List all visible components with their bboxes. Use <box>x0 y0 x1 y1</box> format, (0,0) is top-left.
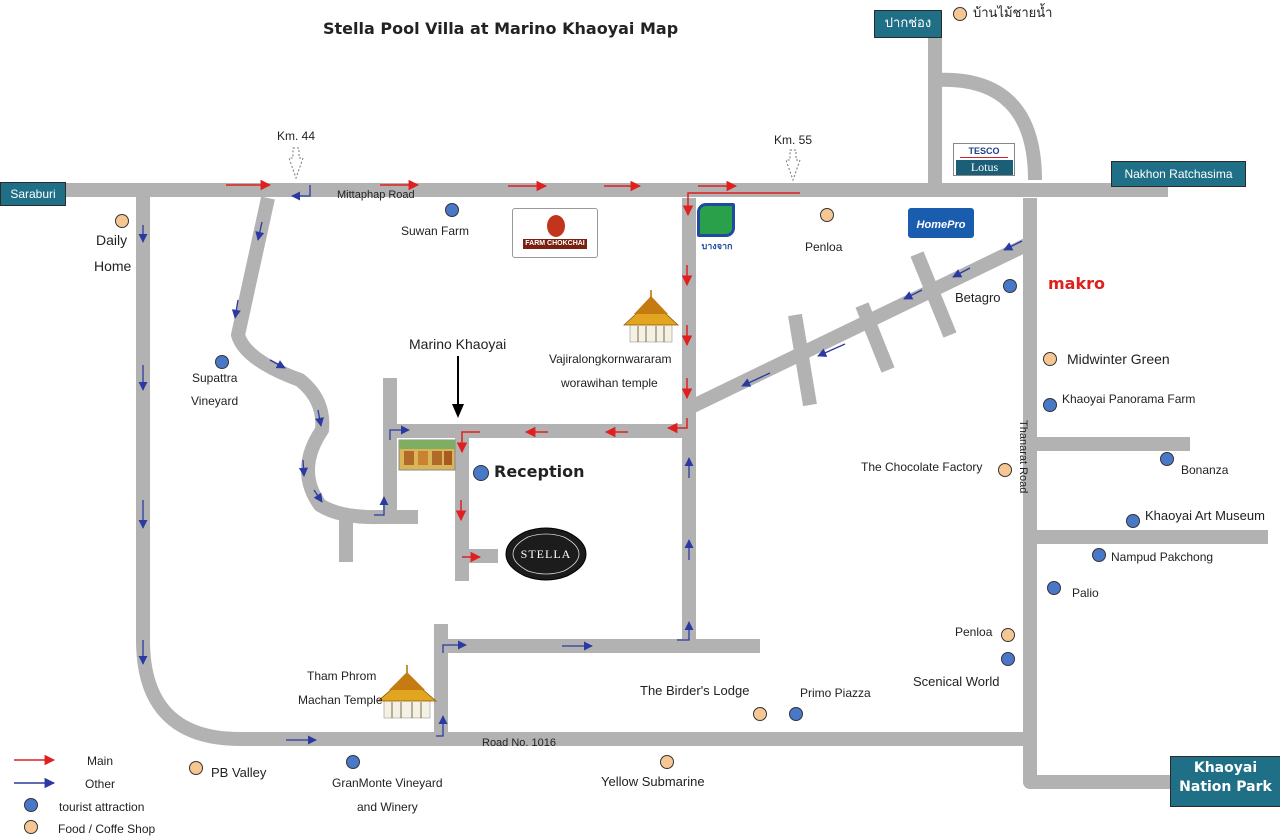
cross-2 <box>855 302 895 373</box>
scenical-world-label: Scenical World <box>913 674 1000 689</box>
other-route-arrows <box>138 185 1023 745</box>
penloa-top-label: Penloa <box>805 240 843 254</box>
temple-icon-vajira <box>622 290 680 343</box>
pakchong-curve <box>934 72 1042 181</box>
pakchong-sign: ปากช่อง <box>874 10 942 38</box>
tesco-logo-text: TESCO <box>960 146 1008 158</box>
thanarat-road-label: Thanarat Road <box>1017 420 1029 494</box>
temple-icon-tham <box>376 665 438 719</box>
daily-home-label-2: Home <box>94 258 132 274</box>
pb-valley-food-marker <box>189 761 203 775</box>
legend-arrows <box>14 754 56 789</box>
vajira-temple-label-1: Vajiralongkornwararam <box>549 352 672 366</box>
km55-label: Km. 55 <box>774 133 813 147</box>
yellow-submarine-food-marker <box>660 755 674 769</box>
nampud-pakchong-label: Nampud Pakchong <box>1111 550 1214 564</box>
scenical-world-attraction-marker <box>1001 652 1015 666</box>
nakhon-ratchasima-sign: Nakhon Ratchasima <box>1111 161 1246 187</box>
penloa-bottom-food-marker <box>1001 628 1015 642</box>
primo-piazza-label: Primo Piazza <box>800 686 871 700</box>
legend-food-label: Food / Coffe Shop <box>58 822 156 836</box>
yellow-submarine-label: Yellow Submarine <box>601 774 705 789</box>
chocolate-factory-food-marker <box>998 463 1012 477</box>
khaoyai-panorama-farm-label: Khaoyai Panorama Farm <box>1062 392 1196 406</box>
tham-phrom-label-1: Tham Phrom <box>307 669 377 683</box>
legend-food-marker <box>24 820 38 834</box>
legend-main-label: Main <box>87 754 114 768</box>
birders-lodge-food-marker <box>753 707 767 721</box>
art-museum-attraction-marker <box>1126 514 1140 528</box>
farm-chokchai-logo-text: FARM CHOKCHAI <box>523 239 587 249</box>
main-route-arrows <box>226 179 800 563</box>
farm-chokchai-logo: FARM CHOKCHAI <box>512 208 598 258</box>
homepro-logo: HomePro <box>908 208 974 238</box>
cross-1 <box>910 251 957 338</box>
vajira-temple-label-2: worawihan temple <box>561 376 658 390</box>
marino-photo <box>398 439 456 471</box>
makro-logo: makro <box>1048 274 1105 293</box>
bangchak-leaf-icon <box>697 203 735 237</box>
baan-mai-food-marker <box>953 7 967 21</box>
midwinter-green-label: Midwinter Green <box>1067 351 1170 367</box>
tesco-lotus-logo: TESCO Lotus <box>953 143 1015 176</box>
tham-phrom-label-2: Machan Temple <box>298 693 383 707</box>
baan-mai-chai-nam-label: บ้านไม้ชายน้ำ <box>973 6 1053 21</box>
saraburi-sign: Saraburi <box>0 182 66 206</box>
stella-logo-badge <box>505 527 587 581</box>
granmonte-label-1: GranMonte Vineyard <box>332 776 443 790</box>
bonanza-label: Bonanza <box>1181 463 1229 477</box>
daily-home-label-1: Daily <box>96 232 128 248</box>
granmonte-attraction-marker <box>346 755 360 769</box>
mittaphap-road-label: Mittaphap Road <box>337 189 415 201</box>
palio-attraction-marker <box>1047 581 1061 595</box>
primo-piazza-attraction-marker <box>789 707 803 721</box>
bonanza-attraction-marker <box>1160 452 1174 466</box>
marino-khaoyai-label: Marino Khaoyai <box>409 336 507 352</box>
daily-home-food-marker <box>115 214 129 228</box>
pb-valley-label: PB Valley <box>211 765 267 780</box>
cross-3 <box>788 313 817 407</box>
map-title: Stella Pool Villa at Marino Khaoyai Map <box>323 19 679 38</box>
khaoyai-national-park-sign: Khaoyai Nation Park <box>1170 756 1280 807</box>
bangchak-logo: บางจาก <box>697 203 739 255</box>
suwan-farm-attraction-marker <box>445 203 459 217</box>
bangchak-logo-text: บางจาก <box>701 242 733 252</box>
nampud-attraction-marker <box>1092 548 1106 562</box>
khaoyai-art-museum-label: Khaoyai Art Museum <box>1145 508 1265 523</box>
legend-other-label: Other <box>85 777 116 791</box>
penloa-bottom-label: Penloa <box>955 625 993 639</box>
betagro-attraction-marker <box>1003 279 1017 293</box>
winding-road <box>231 196 418 525</box>
granmonte-label-2: and Winery <box>357 800 418 814</box>
supattra-label-2: Vineyard <box>191 394 239 408</box>
betagro-label: Betagro <box>955 290 1001 305</box>
km44-label: Km. 44 <box>277 129 316 143</box>
diagonal-road <box>685 238 1030 415</box>
legend-tourist-label: tourist attraction <box>59 800 145 814</box>
marino-pointer <box>452 356 464 418</box>
palio-label: Palio <box>1072 586 1099 600</box>
stella-logo-text: STELLA <box>520 547 572 561</box>
km-markers <box>288 147 801 182</box>
legend-tourist-marker <box>24 798 38 812</box>
reception-label: Reception <box>494 462 585 481</box>
lotus-logo-text: Lotus <box>956 160 1013 175</box>
suwan-farm-label: Suwan Farm <box>401 224 470 238</box>
chocolate-factory-label: The Chocolate Factory <box>861 460 983 474</box>
thanarat-road <box>1023 198 1170 789</box>
birders-lodge-label: The Birder's Lodge <box>640 683 750 698</box>
supattra-label-1: Supattra <box>192 371 238 385</box>
supattra-attraction-marker <box>215 355 229 369</box>
midwinter-food-marker <box>1043 352 1057 366</box>
panorama-farm-attraction-marker <box>1043 398 1057 412</box>
penloa-top-food-marker <box>820 208 834 222</box>
farm-chokchai-emblem-icon <box>547 215 565 237</box>
reception-marker <box>473 465 489 481</box>
road-1016-label: Road No. 1016 <box>482 737 556 749</box>
